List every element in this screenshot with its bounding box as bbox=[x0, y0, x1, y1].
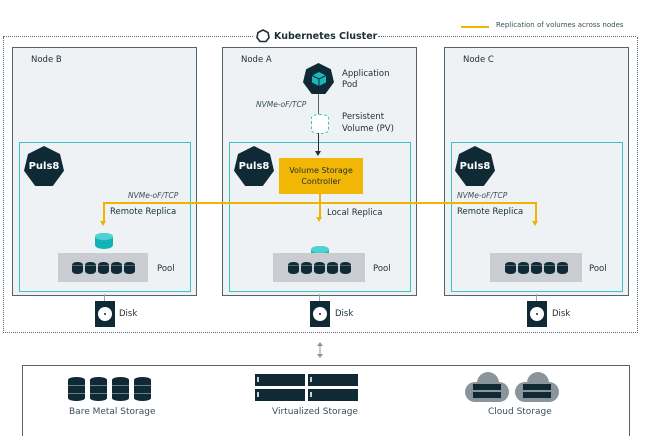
kubernetes-icon bbox=[256, 29, 270, 43]
disk-icon bbox=[84, 261, 96, 274]
node-c-disk-icon bbox=[527, 301, 547, 327]
disk-icon bbox=[71, 261, 83, 274]
node-c-label: Node C bbox=[463, 55, 494, 65]
node-a-pool bbox=[273, 253, 365, 282]
arrow-down-icon bbox=[532, 221, 538, 226]
bare-metal-storage-icon bbox=[68, 377, 151, 401]
replica-icon bbox=[95, 233, 113, 249]
disk-icon bbox=[313, 261, 325, 274]
node-a-label: Node A bbox=[241, 55, 272, 65]
arrow-down-icon bbox=[315, 151, 321, 156]
disk-icon bbox=[110, 261, 122, 274]
connector bbox=[104, 294, 105, 301]
node-c-replica-label: Remote Replica bbox=[457, 207, 524, 217]
pv-label-1: Persistent bbox=[342, 112, 385, 122]
node-c-protocol: NVMe-oF/TCP bbox=[457, 191, 508, 200]
replication-line-node-c bbox=[535, 202, 537, 222]
node-c-disk-label: Disk bbox=[552, 309, 571, 319]
node-b-pool-label: Pool bbox=[157, 264, 175, 274]
connector bbox=[536, 294, 537, 301]
pv-label-2: Volume (PV) bbox=[342, 124, 394, 134]
puls8-logo: Puls8 bbox=[24, 146, 64, 186]
virtualized-storage-label: Virtualized Storage bbox=[272, 407, 358, 417]
disk-icon bbox=[326, 261, 338, 274]
pv-to-controller-line bbox=[318, 133, 319, 153]
node-c-pool-label: Pool bbox=[589, 264, 607, 274]
legend-label: Replication of volumes across nodes bbox=[496, 21, 624, 29]
disk-icon bbox=[339, 261, 351, 274]
cluster-border-top-right bbox=[378, 36, 636, 37]
node-a-disk-label: Disk bbox=[335, 309, 354, 319]
node-b-disk-icon bbox=[95, 301, 115, 327]
disk-icon bbox=[97, 261, 109, 274]
node-b-protocol: NVMe-oF/TCP bbox=[128, 191, 179, 200]
disk-icon bbox=[543, 261, 555, 274]
replication-line-node-b bbox=[103, 202, 105, 222]
arrow-down-icon bbox=[100, 221, 106, 226]
replication-line-horizontal bbox=[103, 202, 537, 204]
cluster-title-text: Kubernetes Cluster bbox=[274, 30, 378, 42]
puls8-logo: Puls8 bbox=[234, 146, 274, 186]
cluster-border-top-left bbox=[3, 36, 253, 37]
disk-icon bbox=[504, 261, 516, 274]
disk-icon bbox=[556, 261, 568, 274]
controller-to-local-line bbox=[319, 194, 321, 218]
disk-icon bbox=[517, 261, 529, 274]
disk-icon bbox=[123, 261, 135, 274]
node-b-label: Node B bbox=[31, 55, 62, 65]
node-a-disk-icon bbox=[310, 301, 330, 327]
puls8-logo: Puls8 bbox=[455, 146, 495, 186]
cloud-storage-label: Cloud Storage bbox=[488, 407, 552, 417]
bare-metal-storage-label: Bare Metal Storage bbox=[69, 407, 156, 417]
cluster-title: Kubernetes Cluster bbox=[256, 29, 377, 43]
pod-label-2: Pod bbox=[342, 80, 358, 90]
pod-to-pv-line bbox=[318, 94, 319, 114]
storage-layer bbox=[22, 365, 630, 436]
node-b-disk-label: Disk bbox=[119, 309, 138, 319]
legend-line bbox=[461, 26, 489, 28]
disk-icon bbox=[530, 261, 542, 274]
node-b-pool bbox=[58, 253, 148, 282]
node-b-replica-label: Remote Replica bbox=[110, 207, 177, 217]
connector bbox=[319, 294, 320, 301]
pod-label-1: Application bbox=[342, 69, 390, 79]
node-c-pool bbox=[490, 253, 582, 282]
controller-label-2: Controller bbox=[301, 177, 341, 186]
kubernetes-cluster-boundary bbox=[3, 37, 638, 333]
node-a-pool-label: Pool bbox=[373, 264, 391, 274]
controller-label-1: Volume Storage bbox=[289, 166, 353, 175]
node-a-protocol: NVMe-oF/TCP bbox=[256, 100, 307, 109]
persistent-volume-icon bbox=[311, 114, 329, 134]
virtualized-storage-icon bbox=[255, 374, 358, 401]
bidirectional-arrow-icon bbox=[317, 342, 323, 358]
disk-icon bbox=[287, 261, 299, 274]
cloud-storage-icon bbox=[465, 372, 559, 402]
arrow-down-icon bbox=[316, 217, 322, 222]
disk-icon bbox=[300, 261, 312, 274]
node-a-replica-label: Local Replica bbox=[327, 208, 383, 218]
